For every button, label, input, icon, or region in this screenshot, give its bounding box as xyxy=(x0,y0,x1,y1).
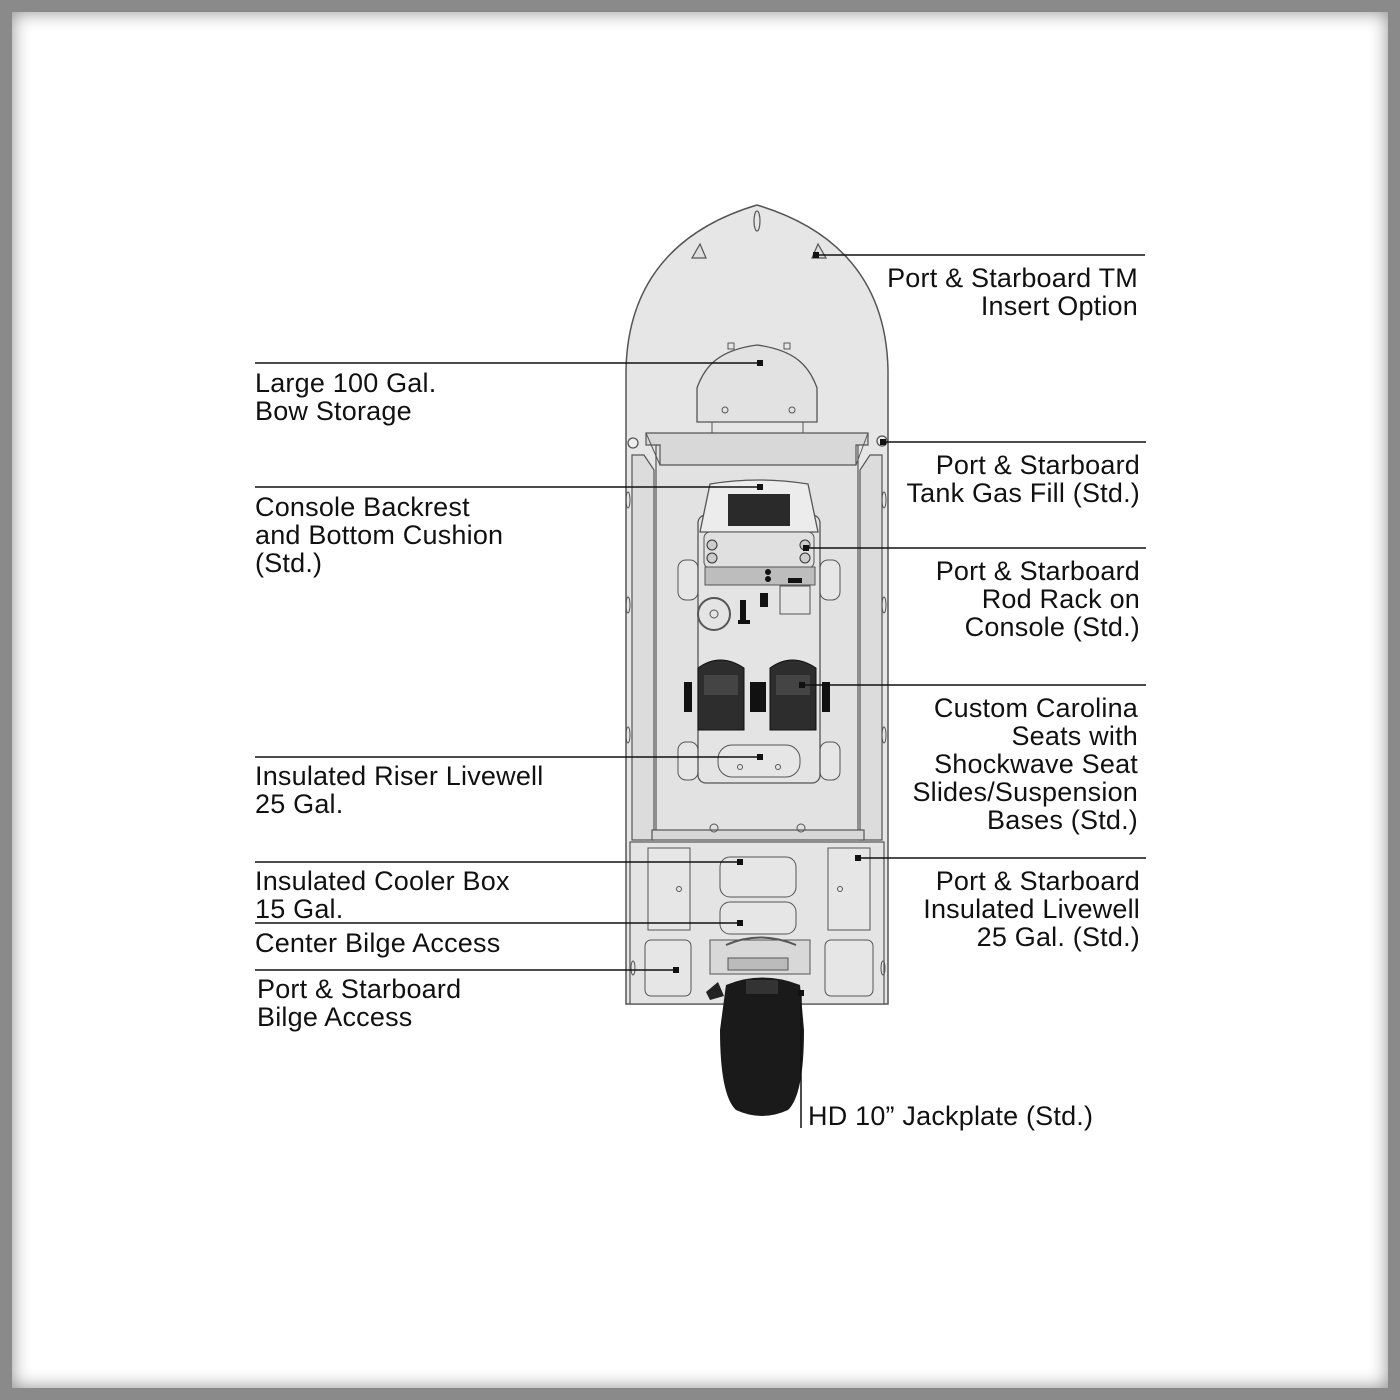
port-gunwale xyxy=(631,454,655,841)
label-bow-storage: Large 100 Gal. Bow Storage xyxy=(255,368,437,426)
port-bilge-hatch xyxy=(644,939,692,997)
label-console-cushion: Console Backrest and Bottom Cushion (Std… xyxy=(255,492,504,578)
port-seat xyxy=(684,659,758,731)
label-jackplate: HD 10” Jackplate (Std.) xyxy=(808,1101,1094,1131)
leader-endpoints xyxy=(673,252,886,996)
label-riser-livewell: Insulated Riser Livewell 25 Gal. xyxy=(255,761,544,819)
label-bilge-access: Port & Starboard Bilge Access xyxy=(257,974,462,1032)
starboard-seat xyxy=(758,659,830,731)
label-gas-fill: Port & Starboard Tank Gas Fill (Std.) xyxy=(906,450,1140,508)
center-bilge-hatch xyxy=(719,901,797,935)
starboard-gunwale xyxy=(859,454,883,841)
label-insulated-livewell: Port & Starboard Insulated Livewell 25 G… xyxy=(923,866,1140,952)
cooler-box xyxy=(719,856,797,898)
rod-holder-icon xyxy=(706,539,718,551)
label-cooler-box: Insulated Cooler Box 15 Gal. xyxy=(255,866,510,924)
starboard-bilge-hatch xyxy=(824,939,874,997)
label-seats: Custom Carolina Seats with Shockwave Sea… xyxy=(912,693,1138,835)
port-tm-insert xyxy=(690,242,707,259)
outboard-motor xyxy=(720,977,804,1116)
port-gas-fill xyxy=(627,437,639,449)
bow-storage-hatch xyxy=(696,344,818,423)
label-center-bilge: Center Bilge Access xyxy=(255,928,501,958)
leader-lines xyxy=(255,254,1146,1128)
label-rod-rack: Port & Starboard Rod Rack on Console (St… xyxy=(935,556,1140,642)
starboard-livewell xyxy=(827,847,871,931)
bow-cleat xyxy=(753,210,761,232)
label-tm-insert: Port & Starboard TM Insert Option xyxy=(887,263,1138,321)
jackplate xyxy=(746,980,778,994)
port-livewell xyxy=(647,847,691,931)
riser-livewell xyxy=(717,744,801,778)
